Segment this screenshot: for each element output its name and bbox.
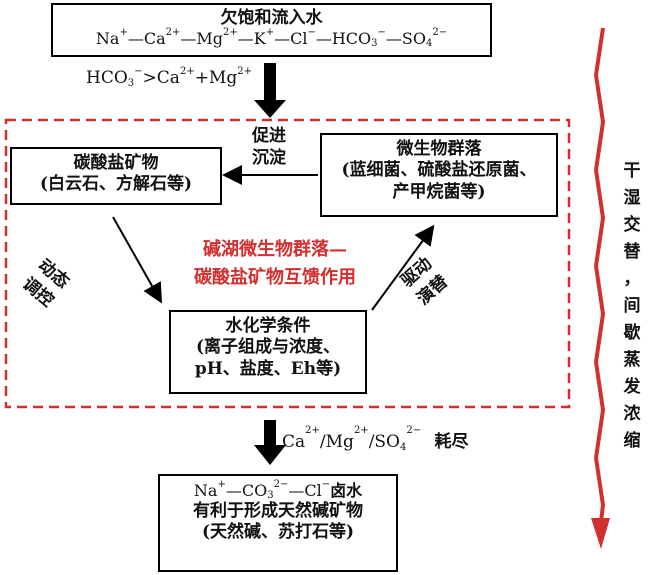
arrow-drive	[371, 224, 435, 311]
hydrochemical-conditions-box: 水化学条件 (离子组成与浓度、 pH、盐度、Eh等)	[169, 310, 367, 394]
microbial-community-detail-2: 产甲烷菌等)	[392, 181, 486, 202]
microbial-community-box: 微生物群落 (蓝细菌、硫酸盐还原菌、 产甲烷菌等)	[320, 133, 558, 217]
inflow-water-box: 欠饱和流入水 Na+—Ca2+—Mg2+—K+—Cl−—HCO3−—SO42−	[51, 3, 492, 57]
interaction-frame	[4, 118, 571, 409]
hydrochemical-detail-1: (离子组成与浓度、	[195, 337, 341, 358]
center-interaction-title: 碱湖微生物群落— 碳酸盐矿物互馈作用	[194, 239, 356, 288]
hydrochemical-detail-2: pH、盐度、Eh等)	[194, 358, 342, 379]
condition-bottom: Ca2+/Mg2+/SO42− 耗尽	[282, 425, 469, 453]
carbonate-minerals-detail: (白云石、方解石等)	[39, 174, 193, 195]
label-promote-precipitation: 促进 沉淀	[252, 126, 286, 168]
down-arrow-bottom	[254, 420, 286, 465]
condition-top: HCO3−>Ca2++Mg2+	[86, 66, 252, 89]
down-arrow-top	[254, 63, 286, 118]
brine-ion-chain: Na+—CO32−—Cl−卤水	[193, 479, 363, 501]
microbial-community-detail-1: (蓝细菌、硫酸盐还原菌、	[341, 160, 537, 181]
side-vertical-label: 干 湿 交 替 ， 间 歇 蒸 发 浓 缩	[623, 161, 641, 451]
arrow-dynamic	[112, 216, 162, 304]
carbonate-minerals-box: 碳酸盐矿物 (白云石、方解石等)	[10, 147, 222, 205]
hydrochemical-title: 水化学条件	[225, 316, 311, 336]
carbonate-minerals-title: 碳酸盐矿物	[73, 153, 159, 173]
side-red-arrow	[591, 27, 610, 549]
brine-box: Na+—CO32−—Cl−卤水 有利于形成天然碱矿物 (天然碱、苏打石等)	[158, 474, 398, 572]
brine-line-3: (天然碱、苏打石等)	[201, 522, 355, 543]
microbial-community-title: 微生物群落	[396, 139, 482, 159]
inflow-ion-chain: Na+—Ca2+—Mg2+—K+—Cl−—HCO3−—SO42−	[95, 27, 448, 49]
inflow-water-title: 欠饱和流入水	[220, 8, 323, 28]
brine-line-2: 有利于形成天然碱矿物	[193, 501, 363, 521]
